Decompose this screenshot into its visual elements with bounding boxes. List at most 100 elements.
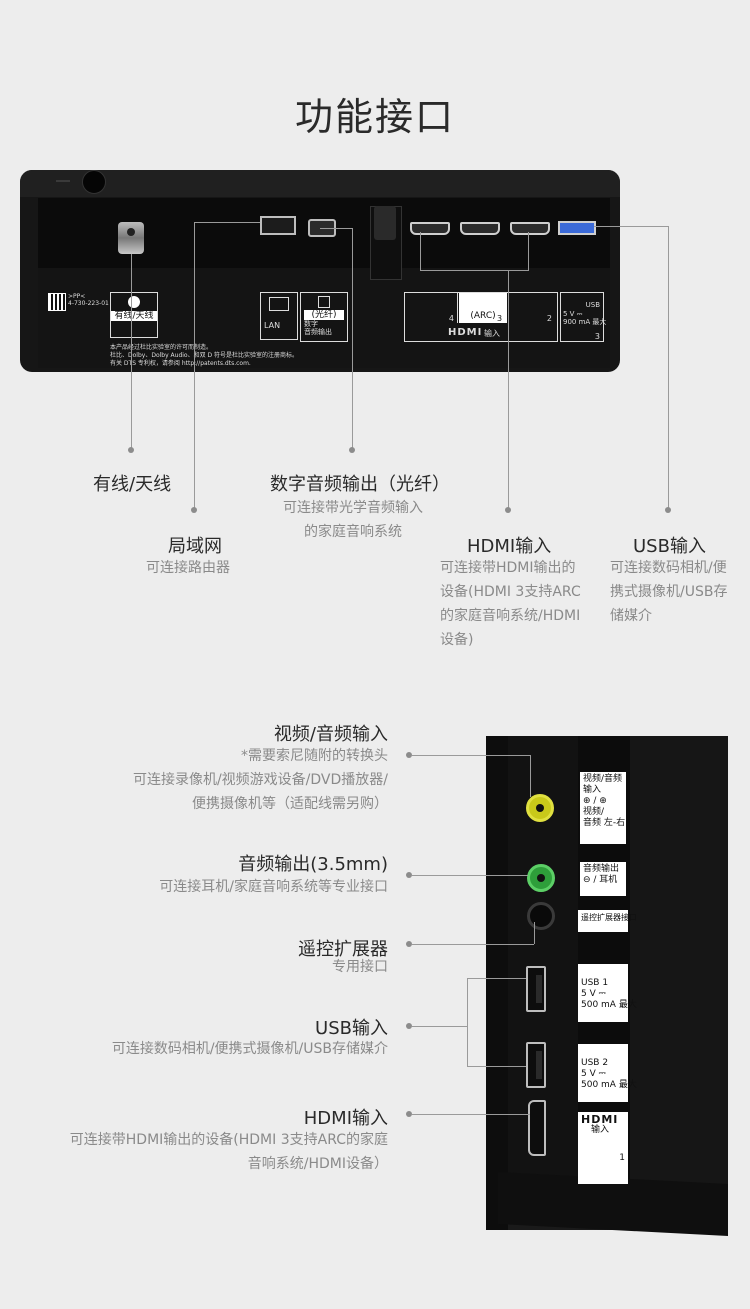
- remote-connector-line: [534, 922, 535, 944]
- av-dot: [406, 752, 412, 758]
- vent-mark: [56, 180, 70, 182]
- usb1-label: USB 1 5 V ⎓ 500 mA 最大: [578, 964, 637, 1022]
- hdmi-arc-label: (ARC): [470, 311, 496, 321]
- hdmi4-number: 4: [448, 314, 454, 323]
- hdmi-side-caption-line-2: 音响系统/HDMI设备）: [247, 1156, 388, 1172]
- hdmi1-port-icon: [528, 1100, 546, 1156]
- stand-bracket-top: [374, 206, 396, 240]
- optical-sub-label: 数字 音频输出: [304, 320, 332, 336]
- model-code: >PP< 4-730-223-01: [68, 293, 109, 307]
- usb1-port-icon: [526, 966, 546, 1012]
- notice-line-1: 本产品经过杜比实验室的许可而制造。: [110, 344, 213, 351]
- hdmi3-cell: (ARC): [459, 293, 507, 323]
- lan-label: LAN: [264, 321, 281, 330]
- optical-caption-desc: 可连接带光学音频输入的家庭音响系统: [283, 500, 423, 540]
- hdmi-caption-desc: 可连接带HDMI输出的设备(HDMI 3支持ARC的家庭音响系统/HDMI设备): [440, 560, 581, 648]
- optical-dot: [349, 447, 355, 453]
- av-caption-title: 视频/音频输入: [273, 724, 388, 745]
- optical-connector-line: [320, 228, 352, 229]
- usb-side-connector-line: [468, 1066, 526, 1067]
- usb-port-icon: [558, 221, 596, 235]
- hdmi-dot: [505, 507, 511, 513]
- av-connector-line: [530, 755, 531, 797]
- audio-out-connector-line: [412, 875, 528, 876]
- av-caption-line-3: 便携摄像机等（适配线需另购）: [192, 796, 388, 812]
- hdmi4-cell: 4: [405, 293, 458, 323]
- audio-out-label: 音频输出 ⊖ / 耳机: [580, 862, 626, 896]
- optical-label-box: (光纤) 数字 音频输出: [300, 292, 348, 342]
- hdmi-connector-line: [528, 232, 529, 270]
- hdmi-side-caption-title: HDMI输入: [303, 1108, 388, 1129]
- remote-caption-title: 遥控扩展器: [298, 939, 388, 960]
- remote-extender-label: 遥控扩展器接口: [578, 910, 637, 932]
- usb-spec: 5 V ⎓ 900 mA 最大: [563, 310, 607, 326]
- hdmi1-input-label: 输入: [591, 1125, 610, 1135]
- hdmi-logo: HDMI: [448, 327, 483, 338]
- hdmi-connector-line: [420, 270, 529, 271]
- remote-extender-port-icon: [527, 902, 555, 930]
- usb2-port-icon: [526, 1042, 546, 1088]
- hdmi3-number: 3: [497, 314, 503, 323]
- lan-connector-line: [194, 222, 195, 510]
- hdmi-side-caption-line-1: 可连接带HDMI输出的设备(HDMI 3支持ARC的家庭: [69, 1132, 388, 1148]
- hdmi-connector-line: [420, 232, 421, 270]
- antenna-dot: [128, 447, 134, 453]
- lan-connector-line: [194, 222, 260, 223]
- hdmi1-number: 1: [619, 1153, 625, 1163]
- usb-label-box: USB 5 V ⎓ 900 mA 最大 3: [560, 292, 607, 342]
- hdmi-side-dot: [406, 1111, 412, 1117]
- av-caption-line-2: 可连接录像机/视频游戏设备/DVD播放器/: [132, 772, 388, 788]
- antenna-caption-title: 有线/天线: [93, 474, 172, 495]
- av-input-yellow-port-icon: [526, 794, 554, 822]
- audio-out-caption-title: 音频输出(3.5mm): [238, 854, 388, 875]
- usb-caption-desc: 可连接数码相机/便携式摄像机/USB存储媒介: [610, 560, 728, 624]
- hdmi-port-icon: [460, 222, 500, 235]
- usb-dot: [665, 507, 671, 513]
- lan-caption-title: 局域网: [168, 536, 222, 557]
- av-connector-line: [412, 755, 530, 756]
- usb-number: 3: [594, 332, 600, 341]
- usb-connector-line: [668, 226, 669, 510]
- usb-side-caption-desc: 可连接数码相机/便携式摄像机/USB存储媒介: [111, 1041, 388, 1057]
- power-socket-icon: [82, 170, 106, 194]
- notice-line-2: 杜比、Dolby、Dolby Audio、和双 D 符号是杜比实验室的注册商标。: [110, 352, 299, 359]
- usb-side-connector-line: [467, 978, 468, 1067]
- lan-dot: [191, 507, 197, 513]
- hdmi-input-label: 输入: [484, 329, 500, 338]
- hdmi-connector-line: [508, 270, 509, 510]
- hdmi-label-box: [404, 292, 558, 342]
- antenna-label-box: 有线/天线: [110, 292, 158, 338]
- usb-caption-title: USB输入: [633, 536, 706, 557]
- hdmi-side-connector-line: [412, 1114, 530, 1115]
- usb2-label: USB 2 5 V ⎓ 500 mA 最大: [578, 1044, 637, 1102]
- optical-caption-title: 数字音频输出（光纤）: [270, 474, 450, 495]
- qr-code-icon: [48, 293, 66, 311]
- usb-side-caption-title: USB输入: [315, 1018, 388, 1039]
- hdmi-port-icon: [410, 222, 450, 235]
- remote-dot: [406, 941, 412, 947]
- hdmi2-cell: 2: [509, 293, 555, 323]
- usb-connector-line: [594, 226, 668, 227]
- side-panel-back: [630, 736, 728, 1230]
- antenna-port-core: [127, 228, 135, 236]
- hdmi2-number: 2: [546, 314, 552, 323]
- optical-connector-line: [352, 228, 353, 450]
- remote-connector-line: [412, 944, 534, 945]
- av-input-label: 视频/音频 输入 ⊕ / ⊕ 视频/ 音频 左-右: [580, 772, 626, 844]
- usb-side-connector-line: [468, 978, 526, 979]
- antenna-port-icon: [118, 222, 144, 254]
- optical-label: (光纤): [304, 310, 344, 320]
- audio-out-dot: [406, 872, 412, 878]
- panel-top-strip: [20, 170, 620, 197]
- notice-line-3: 有关 DTS 专利权，请参阅 http://patents.dts.com.: [110, 360, 251, 367]
- usb-side-connector-line: [412, 1026, 468, 1027]
- audio-out-caption-desc: 可连接耳机/家庭音响系统等专业接口: [159, 879, 388, 895]
- page-title: 功能接口: [294, 95, 455, 139]
- lan-caption-desc: 可连接路由器: [146, 560, 230, 576]
- lan-port-icon: [260, 216, 296, 235]
- remote-caption-desc: 专用接口: [332, 959, 388, 975]
- hdmi1-label-box: HDMI 输入 1: [578, 1112, 628, 1184]
- antenna-label: 有线/天线: [111, 311, 157, 321]
- usb-side-dot: [406, 1023, 412, 1029]
- hdmi-caption-title: HDMI输入: [467, 536, 552, 557]
